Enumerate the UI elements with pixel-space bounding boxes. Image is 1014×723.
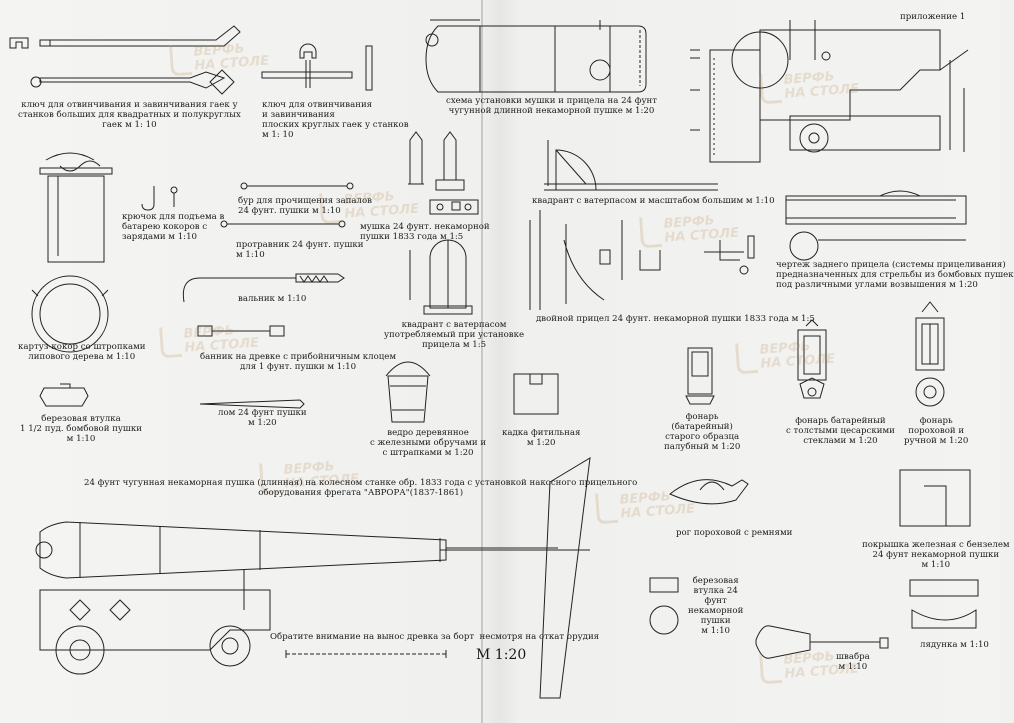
- vent-pick-label: протравник 24 фунт. пушки м 1:10: [236, 240, 364, 260]
- swab-label: швабра м 1:10: [836, 652, 870, 672]
- sight-scheme-drawing: [425, 19, 647, 93]
- carriage-drawing: [690, 20, 969, 163]
- ladle-drawing: [909, 579, 979, 629]
- double-sight-drawing: [529, 210, 755, 310]
- match-tub-drawing: [513, 373, 559, 415]
- worm-drawing: [182, 273, 345, 303]
- powder-horn-label: рог пороховой с ремнями: [676, 528, 793, 538]
- lantern-powder-drawing: [915, 301, 945, 407]
- double-sight-label: двойной прицел 24 фунт. некаморной пушки…: [536, 314, 815, 324]
- quadrant-large-label: квадрант с ватерпасом и масштабом больши…: [532, 196, 775, 206]
- wrench-large-label: ключ для отвинчивания и завинчивания гае…: [18, 100, 241, 130]
- rammer-shaft-drawing: [440, 457, 591, 699]
- birch-wad-drawing: [39, 383, 89, 407]
- iron-cover-drawing: [899, 469, 971, 527]
- rear-sight-label: чертеж заднего прицела (системы прицелив…: [776, 260, 1014, 290]
- lantern-old-label: фонарь (батарейный) старого образца палу…: [664, 412, 741, 452]
- swab-drawing: [755, 625, 889, 659]
- sight-scheme-label: схема установки мушки и прицела на 24 фу…: [446, 96, 658, 116]
- main-scale-label: М 1:20: [476, 647, 527, 663]
- wrench-round-drawing: [261, 43, 373, 91]
- lantern-battery-drawing: [797, 319, 827, 399]
- quadrant-small-label: квадрант с ватерпасом употребляемый при …: [384, 320, 525, 350]
- birch-wad-24-drawing: [649, 577, 679, 635]
- rammer-drawing: [197, 325, 285, 337]
- ladle-label: лядунка м 1:10: [920, 640, 989, 650]
- lantern-powder-label: фонарь пороховой и ручной м 1:20: [904, 416, 969, 446]
- rear-sight-drawing: [785, 190, 967, 261]
- lantern-battery-label: фонарь батарейный с толстыми цесарскими …: [786, 416, 895, 446]
- hook-drawing: [141, 186, 178, 211]
- vent-pick-drawing: [220, 220, 346, 228]
- worm-label: вальник м 1:10: [238, 294, 307, 304]
- cartridge-box-label: картуз-кокор со штропками липового дерев…: [18, 342, 146, 362]
- drill-label: бур для прочищения запалов 24 фунт. пушк…: [238, 196, 372, 216]
- appendix-label: приложение 1: [900, 12, 966, 22]
- birch-wad-24-label: березовая втулка 24 фунт некаморной пушк…: [688, 576, 744, 636]
- drill-drawing: [240, 182, 354, 190]
- gun-title-label: 24 фунт чугунная некаморная пушка (длинн…: [84, 478, 638, 498]
- hook-label: крючок для подъема в батарею кокоров с з…: [122, 212, 225, 242]
- crowbar-drawing: [199, 399, 305, 409]
- bucket-drawing: [385, 361, 431, 423]
- main-gun-drawing: [35, 521, 558, 675]
- wrench-round-label: ключ для отвинчивания и завинчивания пло…: [262, 100, 409, 140]
- wrench-large-drawing: [9, 25, 241, 95]
- birch-wad-label: березовая втулка 1 1/2 пуд. бомбовой пуш…: [20, 414, 143, 444]
- front-sight-drawing: [408, 131, 479, 215]
- match-tub-label: кадка фитильная м 1:20: [502, 428, 581, 448]
- rammer-label: банник на древке с прибойничным клоцем д…: [200, 352, 397, 372]
- crowbar-label: лом 24 фунт пушки м 1:20: [218, 408, 307, 428]
- powder-horn-drawing: [669, 479, 749, 505]
- cartridge-box-drawing: [39, 152, 113, 263]
- bucket-label: ведро деревянное с железными обручами и …: [370, 428, 487, 458]
- cartridge-ring-drawing: [31, 275, 109, 353]
- lantern-old-drawing: [685, 347, 715, 405]
- quadrant-small-drawing: [409, 239, 473, 315]
- quadrant-large-drawing: [544, 140, 718, 191]
- note-label: Обратите внимание на вынос древка за бор…: [270, 632, 600, 642]
- front-sight-label: мушка 24 фунт. некаморной пушки 1833 год…: [360, 222, 490, 242]
- iron-cover-label: покрышка железная с бензелем 24 фунт нек…: [862, 540, 1010, 570]
